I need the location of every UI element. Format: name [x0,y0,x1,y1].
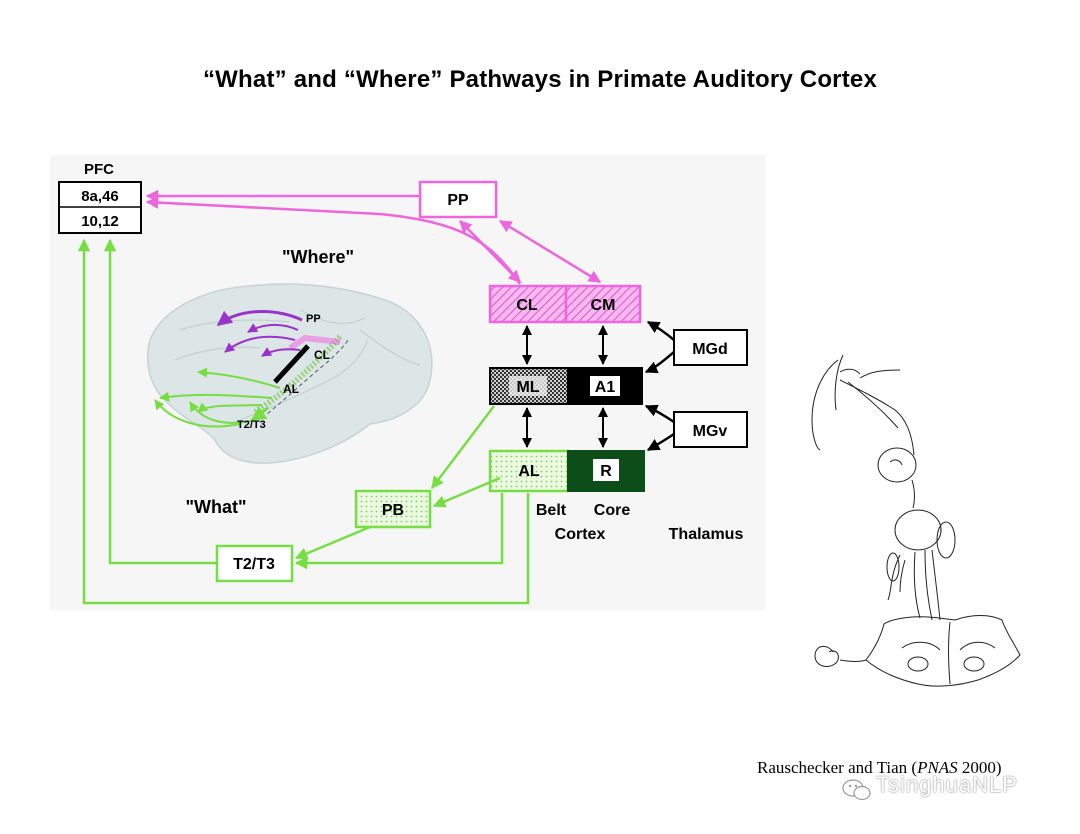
a1-box-label: A1 [595,379,616,396]
citation-year: 2000) [957,758,1002,777]
watermark: TsinghuaNLP [876,772,1018,797]
brain-label-al: AL [283,382,299,396]
slide-title: “What” and “Where” Pathways in Primate A… [202,66,878,93]
pb-box-label: PB [382,502,404,519]
core-label: Core [594,502,631,519]
cl-box-label: CL [516,297,538,314]
brain-label-cl: CL [314,348,330,362]
citation-journal: PNAS [917,758,958,777]
where-pathway-arrows [145,189,602,285]
cortex-connections [522,320,675,452]
brain-label-pp: PP [306,313,321,325]
cortex-label: Cortex [555,526,606,543]
pp-box [418,180,498,219]
citation-authors: Rauschecker and Tian ( [757,758,918,777]
ml-box-label: ML [516,379,539,396]
what-pathway-arrows [77,238,530,605]
citation: Rauschecker and Tian (PNAS 2000) [757,758,1002,778]
pb-box [354,489,432,529]
mgd-box-label: MGd [692,341,728,358]
r-box-label: R [600,463,612,480]
mgv-box-label: MGv [693,423,728,440]
mgd-box [673,329,748,366]
al-box-label: AL [518,463,540,480]
what-label: "What" [185,497,246,517]
cm-box [564,284,642,324]
t2t3-box [215,544,294,583]
pfc-label: PFC [84,161,114,178]
where-label: "Where" [282,247,354,267]
pfc-bottom-area: 10,12 [81,213,119,230]
brain-illustration: PP CL AL T2/T3 [146,283,433,464]
mgv-box [673,411,748,448]
auditory-pathway-illustration [811,354,1021,687]
thalamus-label: Thalamus [669,526,744,543]
cm-box-label: CM [591,297,616,314]
wechat-icon [842,779,871,801]
pp-box-label: PP [447,192,469,209]
belt-label: Belt [536,502,567,519]
pfc-top-area: 8a,46 [81,188,119,205]
brain-label-t2t3: T2/T3 [237,419,266,431]
t2t3-box-label: T2/T3 [233,556,275,573]
al-box [488,449,570,493]
